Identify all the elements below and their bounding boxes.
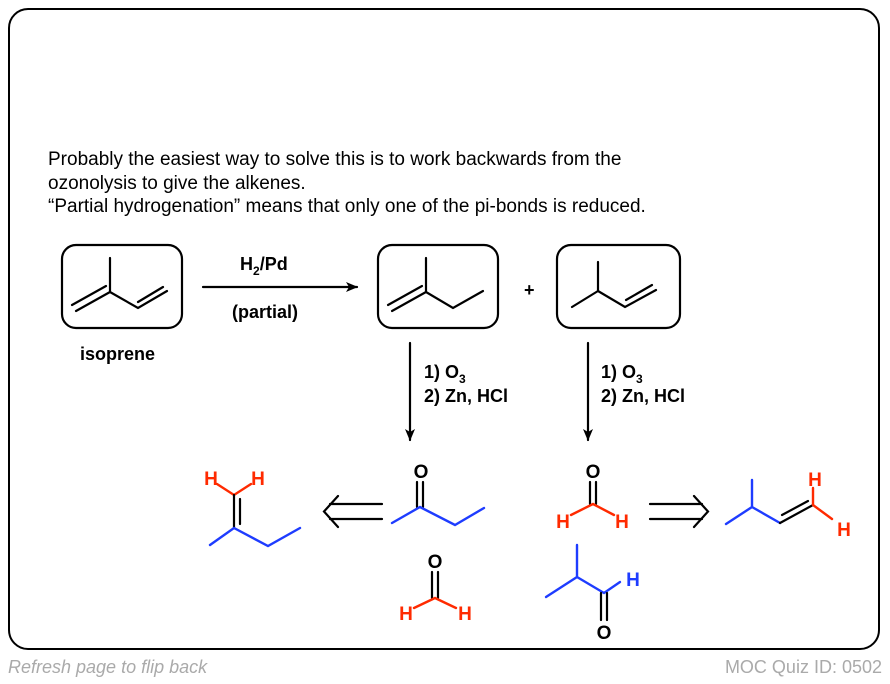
isobutyraldehyde: H O — [544, 543, 640, 644]
explanation-line: “Partial hydrogenation” means that only … — [48, 196, 646, 217]
condition-label: (partial) — [232, 302, 298, 322]
explanation-text: Probably the easiest way to solve this i… — [48, 148, 646, 219]
ozonolysis-step2: 2) Zn, HCl — [601, 386, 685, 406]
reagent-label: H2/Pd — [240, 254, 288, 278]
plus-sign: + — [524, 280, 535, 300]
product-2-methylbutene — [376, 243, 500, 330]
hydrogen-atom: H — [615, 512, 629, 533]
formaldehyde: O H H — [399, 552, 472, 625]
explanation-line: ozonolysis to give the alkenes. — [48, 172, 306, 194]
hydrogen-atom: H — [808, 470, 822, 491]
ozonolysis-step1: 1) O3 — [424, 362, 466, 386]
isoprene-label: isoprene — [80, 344, 155, 364]
refresh-hint: Refresh page to flip back — [8, 657, 208, 677]
hydrogen-atom: H — [556, 512, 570, 533]
retro-alkene-right: H H — [724, 470, 851, 541]
hydrogen-atom: H — [626, 570, 640, 591]
hydrogen-atom: H — [399, 604, 413, 625]
ozonolysis-step2: 2) Zn, HCl — [424, 386, 508, 406]
hydrogen-atom: H — [837, 520, 851, 541]
formaldehyde: O H H — [556, 462, 629, 533]
explanation-line: Probably the easiest way to solve this i… — [48, 149, 622, 170]
quiz-id: MOC Quiz ID: 0502 — [724, 657, 882, 677]
retrosynthesis-arrow-left — [322, 494, 384, 529]
isoprene-structure — [60, 243, 184, 330]
ozonolysis-step1: 1) O3 — [601, 362, 643, 386]
hydrogen-atom: H — [458, 604, 472, 625]
hydrogen-atom: H — [204, 469, 218, 490]
oxygen-atom: O — [597, 623, 612, 644]
product-3-methylbutene — [555, 243, 682, 330]
butanone: O — [390, 462, 486, 527]
hydrogen-atom: H — [251, 469, 265, 490]
retrosynthesis-arrow-right — [648, 494, 710, 529]
oxygen-atom: O — [428, 552, 443, 573]
oxygen-atom: O — [586, 462, 601, 483]
retro-alkene-left: H H — [204, 469, 302, 548]
quiz-card[interactable] — [8, 8, 880, 650]
oxygen-atom: O — [414, 462, 429, 483]
